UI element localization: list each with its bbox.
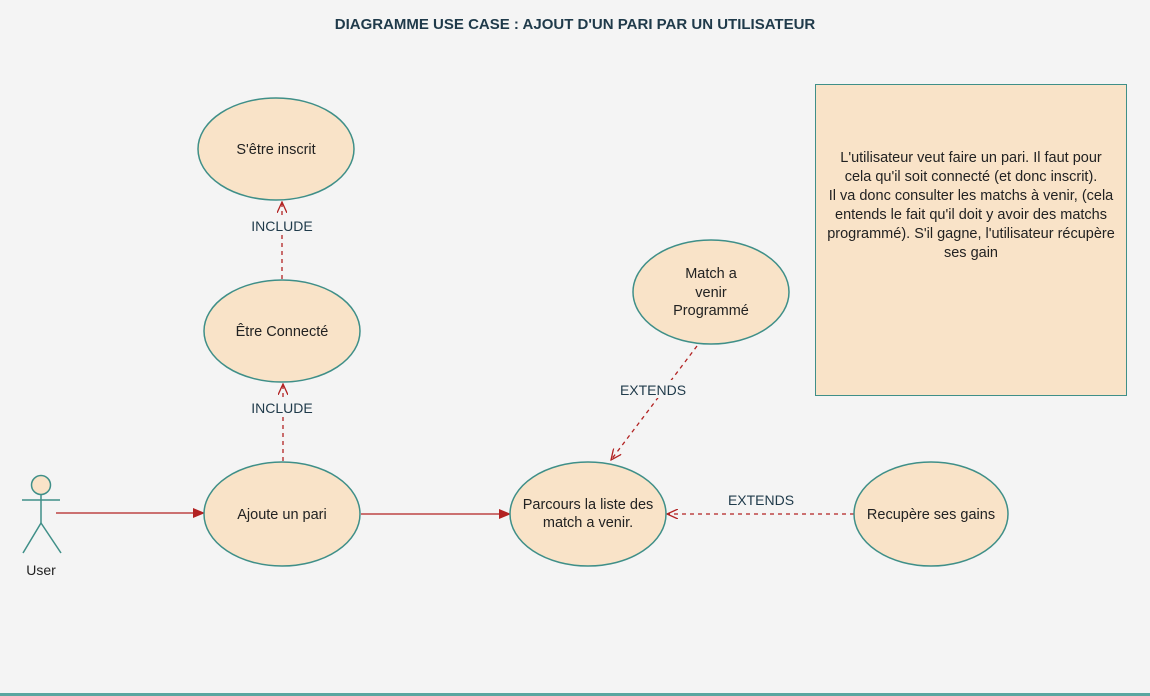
use-case-recupere-label: Recupère ses gains (867, 507, 995, 523)
use-case-connecte-label: Être Connecté (236, 323, 329, 340)
include-label-bg-2 (248, 398, 318, 416)
actor-left-leg (22, 522, 42, 554)
use-case-recupere[interactable]: Recupère ses gains (853, 461, 1009, 567)
include-label-bg-1 (248, 216, 318, 234)
bottom-border (0, 693, 1150, 696)
use-case-parcours[interactable]: Parcours la liste des match a venir. (509, 461, 667, 567)
extends-label-bg-1 (617, 380, 689, 398)
use-case-match-venir-label-line-2: venir (695, 285, 727, 301)
use-case-connecte[interactable]: Être Connecté (203, 279, 361, 383)
extends-label-2: EXTENDS (728, 492, 794, 508)
actor-label: User (26, 562, 56, 578)
use-case-ajoute-pari-label: Ajoute un pari (237, 507, 326, 523)
use-case-parcours-label-line-2: match a venir. (543, 515, 633, 531)
actor-user[interactable]: User (22, 474, 62, 579)
use-case-match-venir-label-line-3: Programmé (673, 303, 749, 319)
use-case-inscrit-label: S'être inscrit (236, 142, 315, 158)
include-label-2: INCLUDE (251, 400, 312, 416)
use-case-inscrit[interactable]: S'être inscrit (197, 97, 355, 201)
use-case-match-venir-label-line-1: Match a (685, 266, 738, 282)
use-case-parcours-label-line-1: Parcours la liste des (523, 497, 654, 513)
include-label-1: INCLUDE (251, 218, 312, 234)
actor-right-leg (40, 522, 62, 554)
description-note: L'utilisateur veut faire un pari. Il fau… (815, 84, 1127, 396)
use-case-match-venir[interactable]: Match a venir Programmé (632, 239, 790, 345)
use-case-ajoute-pari[interactable]: Ajoute un pari (203, 461, 361, 567)
description-note-text: L'utilisateur veut faire un pari. Il fau… (827, 150, 1115, 261)
extends-label-1: EXTENDS (620, 382, 686, 398)
diagram-title: DIAGRAMME USE CASE : AJOUT D'UN PARI PAR… (334, 16, 816, 33)
actor-head (30, 474, 52, 496)
extends-match-parcours (611, 345, 698, 460)
